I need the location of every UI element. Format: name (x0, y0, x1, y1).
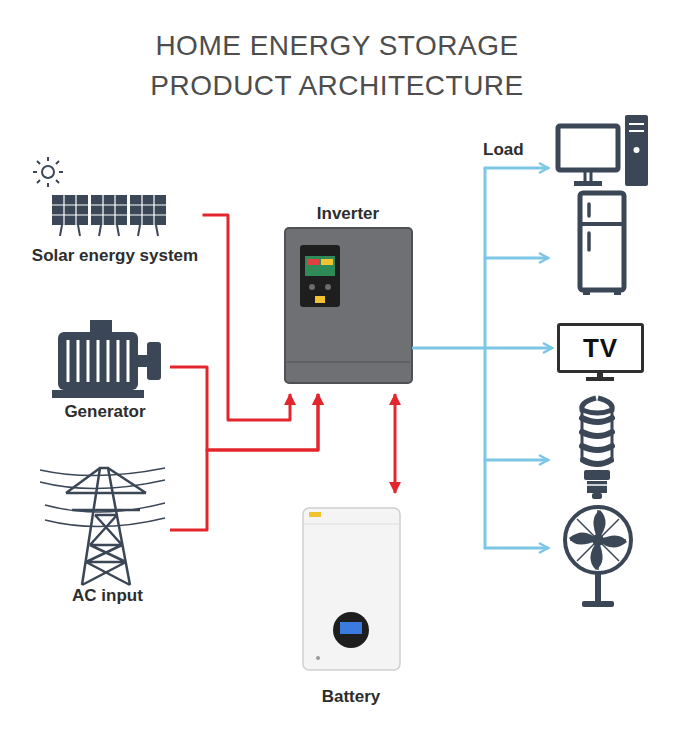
inverter-illustration (285, 228, 412, 383)
load-bus-line (484, 168, 487, 548)
bulb-icon (587, 481, 607, 493)
power-tower-icon (40, 468, 165, 585)
battery-illustration (333, 612, 369, 648)
computer-icon (574, 181, 602, 186)
connector-line (170, 394, 318, 530)
battery-illustration (316, 656, 320, 660)
load-group: LoadTV (478, 108, 663, 613)
tv-box: TV (557, 323, 644, 373)
bulb-icon (587, 484, 607, 486)
load-bus-line (485, 168, 548, 548)
generator-icon (90, 320, 112, 334)
fan-icon (570, 510, 626, 570)
battery-node: Battery (300, 505, 402, 715)
load-bus-line (485, 547, 548, 550)
sun-icon (33, 157, 63, 187)
fan-icon (582, 601, 614, 607)
connector-line (203, 215, 291, 420)
fridge-icon (614, 291, 621, 295)
inverter-illustration (300, 245, 340, 307)
inverter-illustration (305, 256, 335, 276)
computer-icon (585, 172, 591, 182)
battery-illustration (303, 508, 400, 670)
solar-panel-icon (52, 195, 166, 225)
load-bus-line (485, 257, 548, 260)
fridge-icon (580, 193, 624, 290)
connector-line (412, 347, 552, 350)
bulb-icon (582, 398, 612, 413)
inverter-illustration (309, 284, 315, 290)
solar-panel-icon (52, 195, 166, 236)
solar-panel-icon (60, 225, 158, 236)
solar-panel-icon (130, 195, 166, 225)
battery-illustration (340, 622, 362, 634)
fan-icon (569, 510, 627, 570)
node-label: Inverter (317, 204, 379, 224)
inverter-node: Inverter (284, 200, 412, 384)
fan-icon (595, 573, 601, 603)
solar-panel-icon (52, 195, 88, 225)
sun-icon (33, 157, 63, 187)
generator-icon (68, 340, 128, 382)
computer-icon (634, 147, 640, 153)
inverter-illustration (325, 284, 331, 290)
battery-illustration (304, 524, 399, 525)
load-bus-line (485, 167, 548, 170)
battery-illustration (303, 508, 400, 670)
inverter-illustration (321, 259, 333, 265)
generator-icon (147, 342, 161, 380)
inverter-illustration (285, 228, 412, 383)
fan-icon (592, 534, 604, 546)
source-node: Solar energy system (28, 150, 203, 270)
source-node: Generator (40, 318, 170, 426)
connector-line (170, 367, 318, 450)
fridge-icon (587, 204, 591, 250)
fridge-icon (580, 193, 624, 295)
computer-icon (558, 126, 618, 170)
diagram-title: HOME ENERGY STORAGE PRODUCT ARCHITECTURE (112, 26, 562, 106)
fan-icon (565, 507, 631, 573)
node-label: Generator (64, 402, 145, 422)
power-tower-icon (66, 468, 146, 585)
node-label: TV (583, 333, 618, 363)
fridge-icon (580, 222, 624, 226)
battery-illustration (309, 512, 321, 517)
node-label: Load (483, 140, 524, 160)
inverter-illustration (307, 259, 319, 265)
bulb-icon (584, 470, 610, 480)
node-label: AC input (72, 586, 143, 606)
power-tower-icon (40, 468, 165, 527)
sun-icon (42, 166, 54, 178)
bulb-icon (582, 418, 612, 464)
computer-icon (558, 115, 648, 186)
computer-icon (625, 115, 648, 186)
bulb-icon (592, 493, 602, 499)
tv-stand-icon (586, 372, 614, 381)
generator-icon (52, 320, 161, 398)
load-bus-line (485, 459, 548, 462)
bulb-icon (582, 398, 612, 499)
computer-icon (629, 124, 644, 131)
generator-icon (58, 332, 138, 390)
generator-icon (138, 355, 147, 367)
fridge-icon (583, 291, 590, 295)
node-label: Solar energy system (32, 246, 198, 266)
inverter-illustration (315, 296, 325, 303)
node-label: Battery (322, 687, 381, 707)
bulb-icon (582, 410, 612, 462)
tv-stand-icon (586, 377, 614, 381)
inverter-illustration (287, 361, 410, 363)
source-node: AC input (45, 455, 170, 610)
solar-panel-icon (91, 195, 127, 225)
connector-line (394, 394, 397, 493)
generator-icon (52, 390, 144, 398)
fan-icon (565, 507, 631, 607)
